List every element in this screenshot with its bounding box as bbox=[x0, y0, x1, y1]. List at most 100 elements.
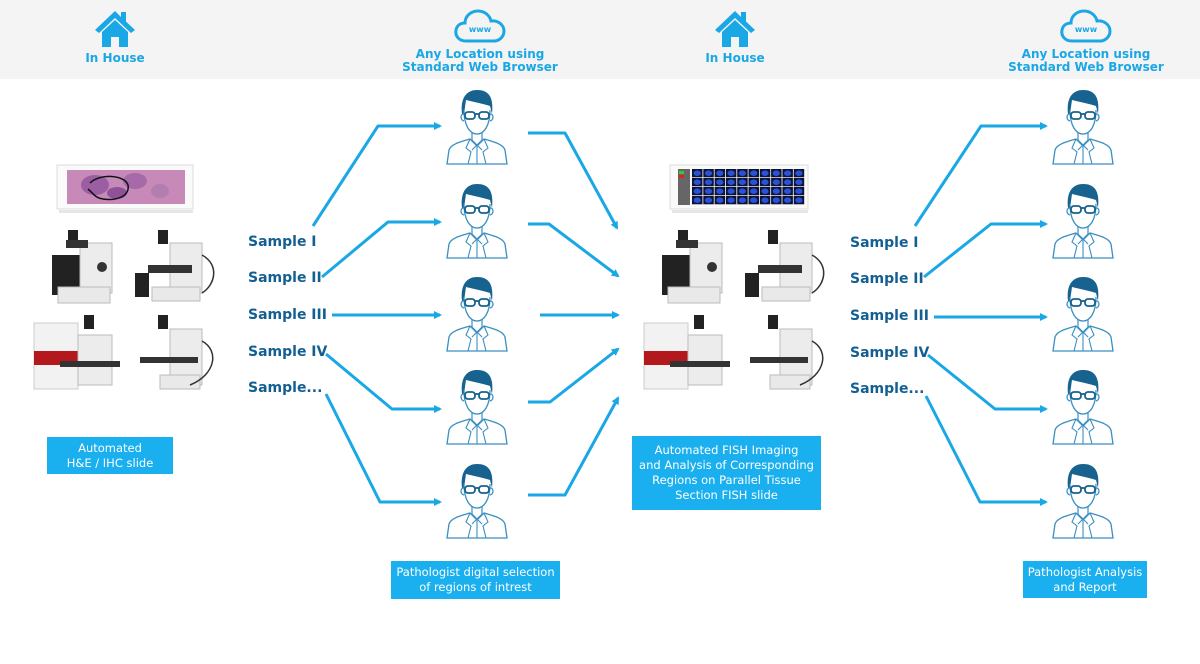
house-icon bbox=[95, 11, 135, 47]
fish-cell-nucleus bbox=[784, 188, 792, 194]
stage4-sample-2: Sample II bbox=[850, 271, 924, 287]
header-band bbox=[0, 0, 1200, 79]
fish-cell-nucleus bbox=[784, 170, 792, 176]
stage2-sample-5: Sample... bbox=[248, 380, 323, 396]
fish-cell-nucleus bbox=[761, 179, 769, 185]
fish-cell-nucleus bbox=[738, 197, 746, 203]
fish-cell-nucleus bbox=[772, 179, 780, 185]
stage1-caption-line2: H&E / IHC slide bbox=[66, 455, 154, 470]
pathologist-avatar-icon bbox=[444, 366, 510, 446]
arrow-sample4-to-analyst4 bbox=[927, 353, 1048, 413]
microscope-icon bbox=[140, 315, 214, 390]
stage2-sample-1: Sample I bbox=[248, 234, 317, 250]
microscope-icon bbox=[745, 230, 825, 302]
header-label-line2: Standard Web Browser bbox=[1008, 60, 1164, 74]
stage4-caption-line2: and Report bbox=[1053, 579, 1117, 594]
fish-cell-nucleus bbox=[727, 179, 735, 185]
stage4-sample-1: Sample I bbox=[850, 235, 919, 251]
fish-cell-nucleus bbox=[761, 170, 769, 176]
microscope-icon bbox=[135, 230, 215, 302]
fish-cell-nucleus bbox=[784, 179, 792, 185]
stage4-caption-line1: Pathologist Analysis bbox=[1027, 564, 1143, 579]
stage2-sample-4: Sample IV bbox=[248, 344, 328, 360]
fish-cell-nucleus bbox=[693, 188, 701, 194]
stage2-caption-line2: of regions of intrest bbox=[419, 580, 532, 594]
automated-slide-loader-icon bbox=[33, 315, 120, 390]
fish-screen-image bbox=[669, 164, 809, 213]
pathologist-avatar-icon bbox=[1050, 273, 1116, 353]
fish-cell-nucleus bbox=[750, 188, 758, 194]
stage3-caption: Automated FISH Imaging and Analysis of C… bbox=[632, 436, 821, 510]
fish-cell-nucleus bbox=[704, 179, 713, 185]
stage2-sample-3: Sample III bbox=[248, 307, 327, 323]
stage4-sample-3: Sample III bbox=[850, 308, 929, 324]
fish-cell-nucleus bbox=[772, 188, 780, 194]
cloud-www-text: www bbox=[1075, 25, 1098, 34]
arrow-pathologist5-to-fish bbox=[528, 396, 620, 497]
header-label: In House bbox=[85, 51, 145, 65]
pathologist-avatar-icon bbox=[444, 86, 510, 166]
house-icon bbox=[715, 11, 755, 47]
fish-cell-nucleus bbox=[716, 188, 724, 194]
pathologist-avatar-icon bbox=[444, 460, 510, 540]
fish-cell-nucleus bbox=[795, 179, 803, 185]
stage3-caption-line4: Section FISH slide bbox=[675, 488, 778, 502]
fish-cell-nucleus bbox=[727, 197, 735, 203]
fish-cell-nucleus bbox=[716, 170, 724, 176]
pathologist-avatar-icon bbox=[1050, 86, 1116, 166]
fish-cell-nucleus bbox=[750, 170, 758, 176]
cloud-www-icon: www bbox=[1060, 9, 1112, 43]
arrow-sample5-to-analyst5 bbox=[924, 395, 1048, 506]
fish-cell-nucleus bbox=[704, 188, 713, 194]
fish-cell-nucleus bbox=[738, 179, 746, 185]
arrow-pathologist1-to-fish bbox=[528, 131, 619, 230]
fish-cell-nucleus bbox=[784, 197, 792, 203]
fish-cell-grid bbox=[692, 169, 805, 205]
stage3-equipment-image bbox=[643, 230, 825, 390]
header-any-location-2: www Any Location using Standard Web Brow… bbox=[1006, 8, 1166, 74]
fish-cell-nucleus bbox=[738, 170, 746, 176]
fish-cell-nucleus bbox=[795, 197, 803, 203]
fish-cell-nucleus bbox=[750, 179, 758, 185]
stage1-caption: Automated H&E / IHC slide bbox=[47, 437, 173, 474]
header-label: In House bbox=[705, 51, 765, 65]
pathologist-avatar-icon bbox=[444, 273, 510, 353]
microscope-scanner-icon bbox=[662, 230, 723, 304]
fish-cell-nucleus bbox=[772, 170, 780, 176]
fish-cell-nucleus bbox=[693, 197, 701, 203]
stage4-caption: Pathologist Analysis and Report bbox=[1023, 561, 1147, 598]
fish-cell-nucleus bbox=[750, 197, 758, 203]
pathologist-avatar-icon bbox=[1050, 180, 1116, 260]
fish-cell-nucleus bbox=[704, 197, 713, 203]
stage2-caption-line1: Pathologist digital selection bbox=[396, 565, 555, 579]
arrow-pathologist2-to-fish bbox=[528, 222, 620, 278]
microscope-icon bbox=[750, 315, 824, 390]
fish-cell-nucleus bbox=[693, 170, 701, 176]
stage2-caption: Pathologist digital selection of regions… bbox=[391, 561, 560, 599]
stage1-equipment-image bbox=[33, 230, 215, 390]
stage3-caption-line1: Automated FISH Imaging bbox=[654, 443, 799, 457]
fish-cell-nucleus bbox=[761, 197, 769, 203]
fish-cell-nucleus bbox=[727, 170, 735, 176]
pathologist-avatar-icon bbox=[1050, 366, 1116, 446]
arrow-pathologist4-to-fish bbox=[528, 347, 620, 404]
fish-cell-nucleus bbox=[738, 188, 746, 194]
pathologist-avatar-icon bbox=[1050, 460, 1116, 540]
fish-cell-nucleus bbox=[727, 188, 735, 194]
stage4-sample-5: Sample... bbox=[850, 381, 925, 397]
arrow-sample4-to-pathologist4 bbox=[325, 352, 442, 413]
stage4-sample-4: Sample IV bbox=[850, 345, 930, 361]
header-any-location-1: www Any Location using Standard Web Brow… bbox=[400, 8, 560, 74]
header-label-line2: Standard Web Browser bbox=[402, 60, 558, 74]
fish-cell-nucleus bbox=[795, 170, 803, 176]
fish-cell-nucleus bbox=[772, 197, 780, 203]
stage3-caption-line3: Regions on Parallel Tissue bbox=[652, 473, 801, 487]
fish-cell-nucleus bbox=[761, 188, 769, 194]
stage2-sample-2: Sample II bbox=[248, 270, 322, 286]
arrow-sample5-to-pathologist5 bbox=[324, 393, 442, 506]
arrow-sample2-to-analyst2 bbox=[923, 220, 1048, 279]
cloud-www-icon: www bbox=[454, 9, 506, 43]
arrow-sample1-to-pathologist1 bbox=[311, 122, 442, 227]
fish-cell-nucleus bbox=[716, 179, 724, 185]
